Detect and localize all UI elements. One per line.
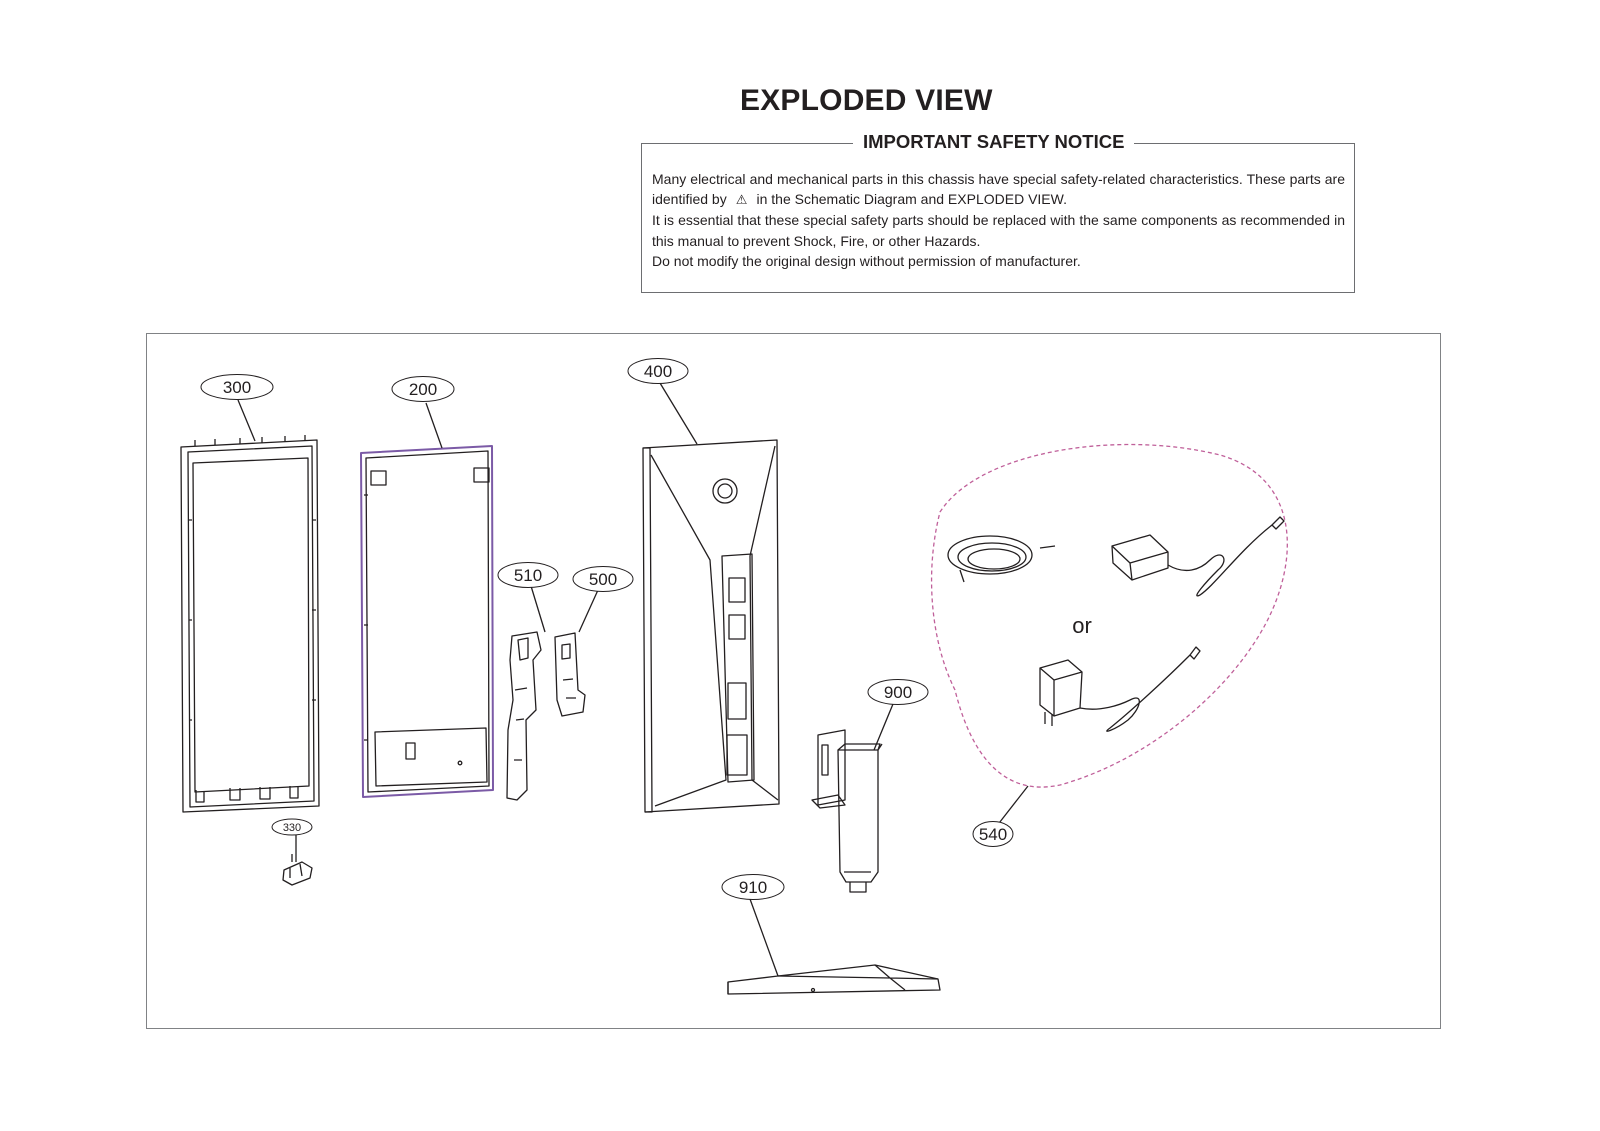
callout-bubble — [497, 562, 559, 588]
callout-label: 500 — [589, 570, 617, 589]
callout-bubble — [721, 874, 785, 900]
front-bezel-part — [180, 435, 320, 813]
adapter-group-outline — [930, 443, 1288, 788]
back-cover-part — [642, 439, 780, 813]
callout-bubble — [867, 679, 929, 705]
safety-notice-heading: IMPORTANT SAFETY NOTICE — [853, 131, 1135, 153]
callout-label: 510 — [514, 566, 542, 585]
or-label: or — [1072, 613, 1092, 638]
callout-510: 510 — [497, 562, 559, 588]
callout-bubble — [627, 358, 689, 384]
safety-notice-body: Many electrical and mechanical parts in … — [652, 169, 1345, 271]
warning-triangle-icon: ⚠ — [735, 192, 748, 208]
power-adapter-options — [947, 516, 1285, 732]
callout-300: 300 — [200, 374, 274, 400]
control-button-part — [282, 854, 313, 886]
page-title: EXPLODED VIEW — [740, 84, 993, 117]
notice-paragraph-2: It is essential that these special safet… — [652, 212, 1345, 249]
callout-label: 400 — [644, 362, 672, 381]
notice-paragraph-3: Do not modify the original design withou… — [652, 252, 1081, 269]
callout-500: 500 — [572, 566, 634, 592]
notice-line1-part2: in the Schematic Diagram and EXPLODED VI… — [756, 191, 1067, 208]
callout-label: 200 — [409, 380, 437, 399]
leader-lines — [237, 382, 1029, 977]
callout-label: 300 — [223, 378, 251, 397]
diagram-frame — [146, 333, 1441, 1029]
callout-label: 900 — [884, 683, 912, 702]
callout-label: 330 — [283, 822, 301, 834]
main-board-part — [506, 631, 542, 801]
callout-bubble — [972, 821, 1014, 847]
callout-400: 400 — [627, 358, 689, 384]
callout-group: 300 200 400 510 500 900 330 910 540 — [200, 358, 1014, 900]
callout-label: 540 — [979, 825, 1007, 844]
panel-module-part — [360, 445, 494, 798]
callout-910: 910 — [721, 874, 785, 900]
callout-330: 330 — [271, 818, 313, 836]
callout-bubble — [391, 376, 455, 402]
callout-label: 910 — [739, 878, 767, 897]
stand-body-part — [811, 729, 883, 893]
callout-200: 200 — [391, 376, 455, 402]
stand-base-part — [727, 964, 941, 995]
callout-900: 900 — [867, 679, 929, 705]
callout-540: 540 — [972, 821, 1014, 847]
notice-line1-part1: Many electrical and mechanical parts in … — [652, 171, 1345, 208]
notice-paragraph-1: Many electrical and mechanical parts in … — [652, 169, 1345, 210]
callout-bubble — [271, 818, 313, 836]
power-board-part — [554, 632, 586, 717]
callout-bubble — [572, 566, 634, 592]
callout-bubble — [200, 374, 274, 400]
